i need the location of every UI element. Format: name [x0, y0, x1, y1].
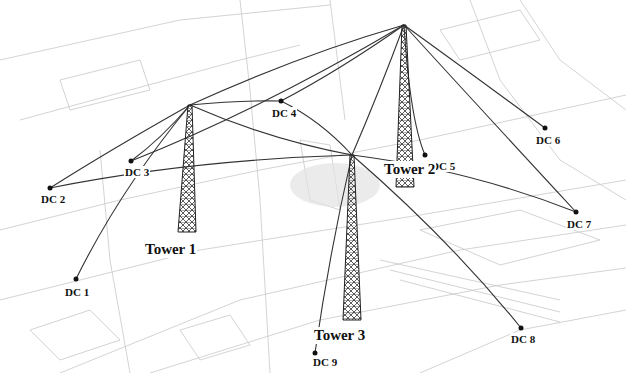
anchor-label: DC 2: [40, 193, 66, 205]
anchor-label: DC 8: [510, 333, 536, 345]
anchor-label: DC 6: [535, 134, 561, 146]
anchor-label: DC 4: [271, 107, 297, 119]
anchor-label: DC 3: [124, 166, 150, 178]
anchor-label: DC 9: [312, 356, 338, 368]
anchor-label: DC 7: [566, 218, 592, 230]
tower-label: Tower 1: [144, 241, 197, 258]
anchor-label: DC 1: [64, 286, 90, 298]
tower-label: Tower 2: [383, 161, 436, 178]
tower-label: Tower 3: [313, 327, 366, 344]
